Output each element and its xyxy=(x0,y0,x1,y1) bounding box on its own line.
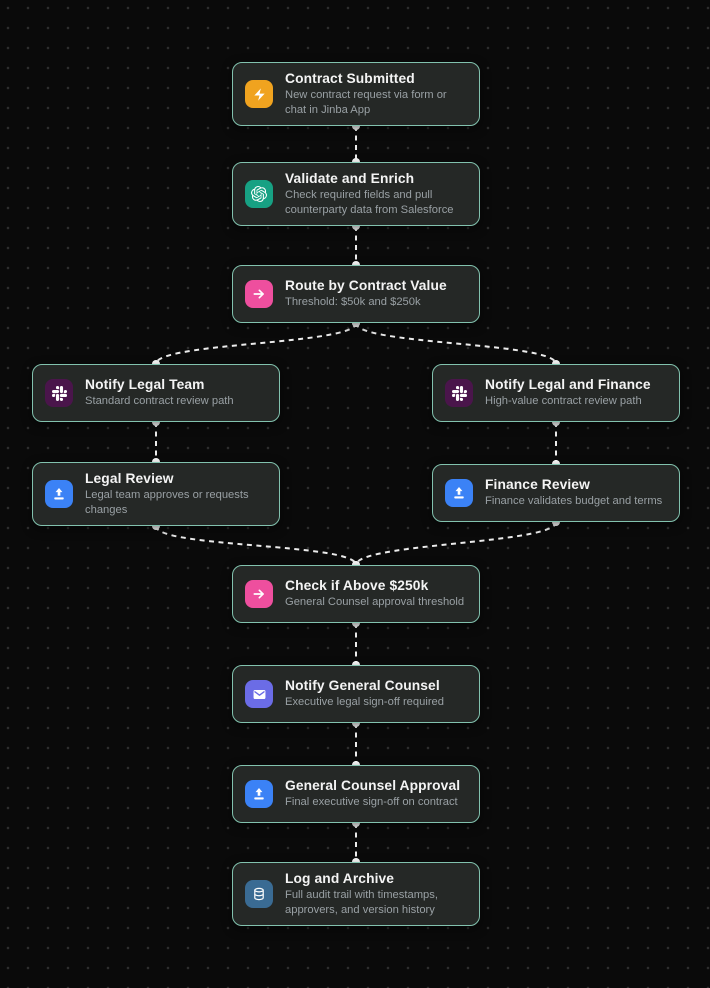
edge-route-by-contract-value-to-notify-legal-and-finance xyxy=(355,322,557,365)
node-subtitle: Threshold: $50k and $250k xyxy=(285,296,421,308)
node-subtitle: Finance validates budget and terms xyxy=(485,495,663,507)
upload-icon xyxy=(245,780,273,808)
node-title: Finance Review xyxy=(485,477,590,492)
upload-icon xyxy=(45,480,73,508)
upload-icon xyxy=(445,479,473,507)
node-title: Notify Legal Team xyxy=(85,377,205,392)
node-subtitle: New contract request via form or chat in… xyxy=(285,88,447,116)
node-subtitle: Full audit trail with timestamps, approv… xyxy=(285,888,438,916)
node-subtitle: Standard contract review path xyxy=(85,395,234,407)
openai-icon xyxy=(245,180,273,208)
node-title: Notify General Counsel xyxy=(285,678,440,693)
node-title: Contract Submitted xyxy=(285,70,415,86)
bolt-icon xyxy=(245,80,273,108)
node-subtitle: General Counsel approval threshold xyxy=(285,596,465,608)
node-title: Route by Contract Value xyxy=(285,278,447,293)
mail-icon xyxy=(245,680,273,708)
node-title: Log and Archive xyxy=(285,870,395,886)
node-title: Notify Legal and Finance xyxy=(485,377,651,392)
arrow-right-icon xyxy=(245,580,273,608)
node-subtitle: Legal team approves or requests changes xyxy=(85,488,249,516)
node-subtitle: Final executive sign-off on contract xyxy=(285,796,458,808)
node-title: Check if Above $250k xyxy=(285,578,429,593)
node-subtitle: High-value contract review path xyxy=(485,395,642,407)
slack-icon xyxy=(445,379,473,407)
database-icon xyxy=(245,880,273,908)
node-title: Validate and Enrich xyxy=(285,170,415,186)
edge-route-by-contract-value-to-notify-legal-team xyxy=(155,322,357,365)
slack-icon xyxy=(45,379,73,407)
node-title: Legal Review xyxy=(85,470,174,486)
edge-finance-review-to-check-if-above-250k xyxy=(355,521,557,566)
node-subtitle: Check required fields and pull counterpa… xyxy=(285,188,454,216)
node-subtitle: Executive legal sign-off required xyxy=(285,696,444,708)
arrow-right-icon xyxy=(245,280,273,308)
node-title: General Counsel Approval xyxy=(285,778,461,793)
edge-legal-review-to-check-if-above-250k xyxy=(155,525,357,566)
